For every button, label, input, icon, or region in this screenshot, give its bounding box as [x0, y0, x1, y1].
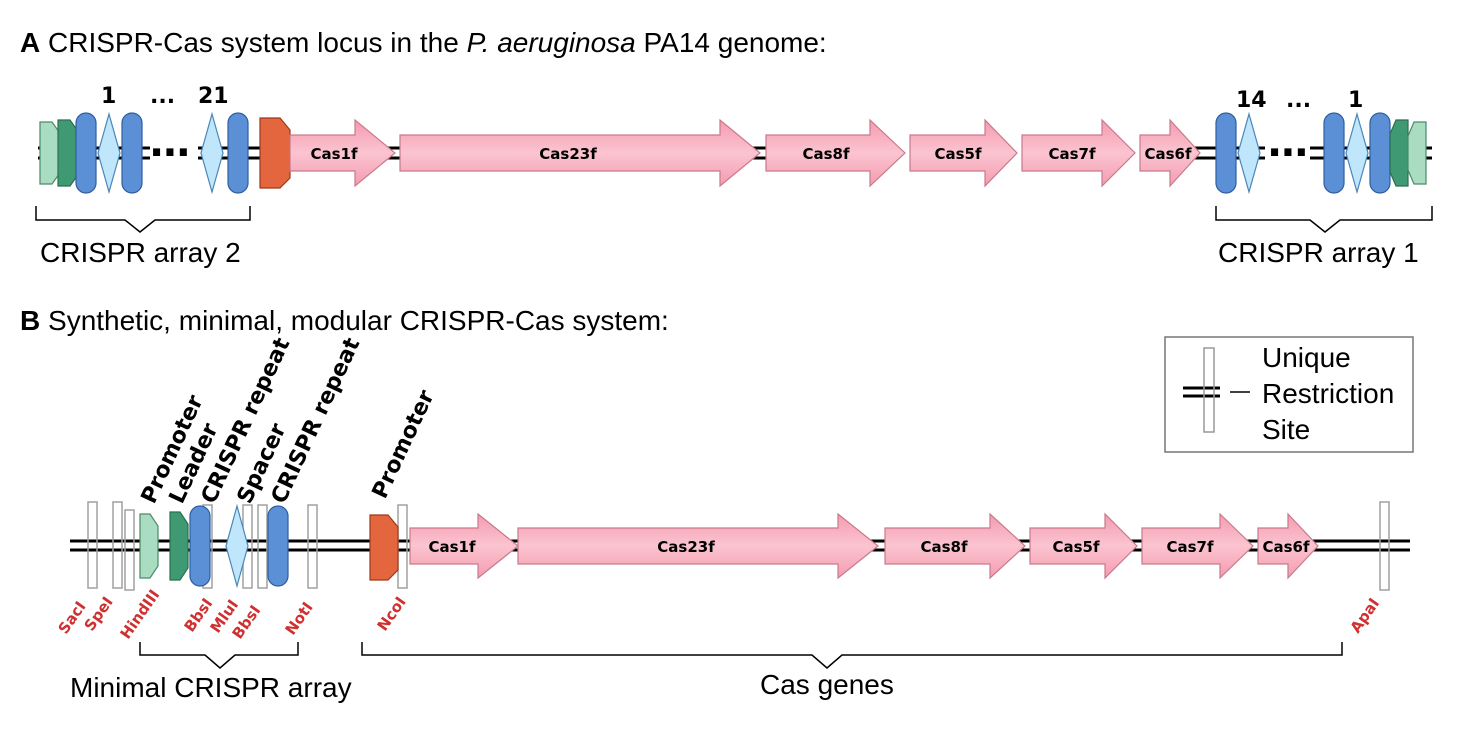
cas-genes-label: Cas genes [760, 669, 894, 700]
repeat-oval [227, 112, 249, 194]
restriction-site-label: SpeI [81, 593, 117, 634]
leader-block [169, 511, 189, 581]
legend-line: Site [1262, 414, 1310, 445]
restriction-site-icon [1379, 501, 1390, 591]
minimal-array-brace [139, 642, 299, 669]
spacer-diamond [225, 503, 249, 589]
repeat-oval [75, 112, 97, 194]
cas-genes-a: Cas1f Cas23f Cas8f Cas5f Cas7f Cas6f [289, 118, 1201, 188]
leader-block [1389, 119, 1409, 187]
gene-arrow-cas23f [399, 118, 761, 188]
array1-number: ... [1286, 88, 1311, 113]
gene-arrow-cas8f [765, 118, 906, 188]
gene-label: Cas1f [310, 145, 357, 163]
gene-label: Cas5f [1052, 538, 1099, 556]
gene-arrow-cas5f [909, 118, 1018, 188]
array1-number: 14 [1236, 88, 1267, 113]
element-label-promoter: Promoter [368, 386, 440, 502]
array1-number: 1 [1348, 88, 1363, 113]
panel-b-letter: B [20, 305, 40, 336]
repeat-oval [189, 505, 211, 587]
cas-genes-b: Cas1f Cas23f Cas8f Cas5f Cas7f Cas6f [409, 512, 1319, 580]
gene-label: Cas5f [934, 145, 981, 163]
gene-label: Cas7f [1166, 538, 1213, 556]
spacer-diamond [1237, 111, 1261, 195]
array2-brace [35, 206, 251, 233]
repeat-oval [1369, 112, 1391, 194]
gene-arrow-cas23f [517, 512, 879, 580]
minimal-crispr-array [139, 503, 289, 589]
ellipsis-mark: ⋯ [1268, 130, 1308, 176]
array2-number: 1 [101, 84, 116, 109]
promoter-block [369, 514, 399, 581]
array2-number: ... [150, 84, 175, 109]
panel-a-title: A CRISPR-Cas system locus in the P. aeru… [20, 27, 827, 58]
gene-arrow-cas8f [884, 512, 1026, 580]
panel-b-title: B Synthetic, minimal, modular CRISPR-Cas… [20, 305, 669, 336]
gene-label: Cas7f [1048, 145, 1095, 163]
gene-arrow-cas6f [1257, 512, 1319, 580]
gene-label: Cas23f [539, 145, 597, 163]
promoter-block [259, 117, 291, 189]
array1-brace [1215, 206, 1433, 233]
spacer-diamond [97, 111, 121, 195]
gene-label: Cas6f [1144, 145, 1191, 163]
gene-label: Cas6f [1262, 538, 1309, 556]
leader-light-block [1407, 121, 1427, 185]
gene-label: Cas1f [428, 538, 475, 556]
restriction-site-labels: SacI SpeI HindIII BbsI MluI BbsI NotI Nc… [55, 586, 1384, 642]
gene-arrow-cas5f [1029, 512, 1138, 580]
gene-label: Cas8f [802, 145, 849, 163]
restriction-site-icon [257, 504, 268, 589]
restriction-site-label: ApaI [1347, 595, 1384, 637]
gene-arrow-cas1f [289, 118, 396, 188]
restriction-site-label: HindIII [117, 586, 164, 642]
restriction-sites-b [87, 501, 1390, 591]
restriction-site-icon [307, 504, 318, 589]
repeat-oval [267, 505, 289, 587]
element-labels-b: Promoter Leader CRISPR repeat Spacer CRI… [137, 334, 440, 508]
restriction-site-icon [124, 509, 135, 591]
restriction-site-icon [1203, 347, 1215, 433]
legend-line: Restriction [1262, 378, 1394, 409]
gene-label: Cas23f [657, 538, 715, 556]
minimal-array-label: Minimal CRISPR array [70, 672, 352, 703]
crispr-array-1: ⋯ [1215, 111, 1427, 195]
gene-arrow-cas7f [1141, 512, 1254, 580]
restriction-site-icon [87, 501, 98, 589]
array1-label: CRISPR array 1 [1218, 237, 1419, 268]
gene-label: Cas8f [920, 538, 967, 556]
promoter-light-block [139, 513, 159, 579]
legend-line: Unique [1262, 342, 1351, 373]
gene-arrow-cas6f [1139, 118, 1201, 188]
restriction-site-label: NcoI [374, 593, 410, 634]
restriction-site-label: NotI [282, 599, 317, 639]
crispr-array-2: ⋯ [39, 111, 249, 195]
spacer-diamond [200, 111, 224, 195]
restriction-site-icon [112, 501, 123, 589]
gene-arrow-cas1f [409, 512, 519, 580]
restriction-site-icon [397, 504, 408, 589]
repeat-oval [1323, 112, 1345, 194]
repeat-oval [121, 112, 143, 194]
spacer-diamond [1345, 111, 1369, 195]
ellipsis-mark: ⋯ [150, 130, 190, 176]
array2-number: 21 [198, 84, 229, 109]
array2-label: CRISPR array 2 [40, 237, 241, 268]
cas-genes-brace [361, 642, 1343, 669]
repeat-oval [1215, 112, 1237, 194]
legend: Unique Restriction Site [1164, 336, 1414, 453]
panel-a-letter: A [20, 27, 40, 58]
gene-arrow-cas7f [1021, 118, 1136, 188]
